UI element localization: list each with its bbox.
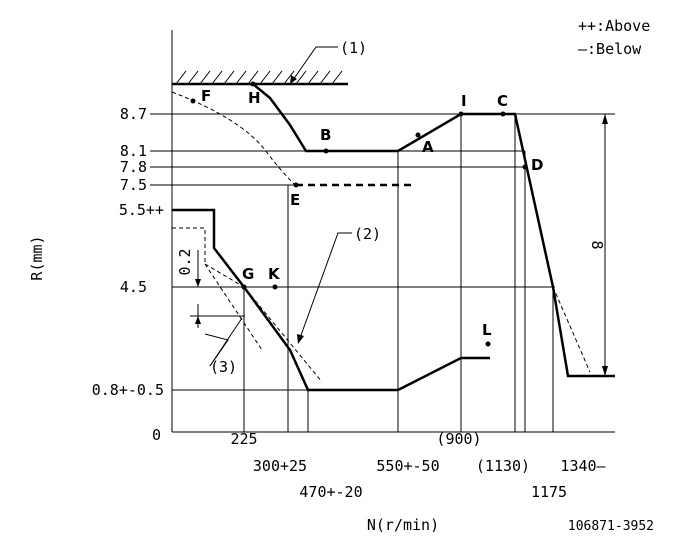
y-tick-8-7: 8.7 xyxy=(120,105,147,123)
legend-below: —:Below xyxy=(578,40,642,58)
dashed-step-lower xyxy=(172,227,206,264)
y-tick-4-5: 4.5 xyxy=(120,278,147,296)
dim-0-2-arrow-top xyxy=(195,279,201,287)
point-label-c: C xyxy=(497,92,508,110)
y-tick-7-8: 7.8 xyxy=(120,158,147,176)
point-label-f: F xyxy=(201,87,211,105)
dashed-curve-f-e xyxy=(171,91,296,186)
x-axis-title: N(r/min) xyxy=(367,516,439,534)
dashed-slope-right xyxy=(552,286,591,373)
x-tick-225: 225 xyxy=(230,430,257,448)
x-tick-470: 470+-20 xyxy=(299,483,362,501)
dim-8-arrow-bottom xyxy=(602,366,608,376)
callout-1-arrow xyxy=(290,75,297,84)
callout-3-leader-b xyxy=(204,333,229,367)
y-tick-0-8: 0.8+-0.5 xyxy=(92,381,164,399)
dim-8-label: 8 xyxy=(588,240,606,249)
x-tick-300: 300+25 xyxy=(253,457,307,475)
point-label-i: I xyxy=(461,92,467,110)
x-tick-550: 550+-50 xyxy=(376,457,439,475)
mechanical-stop-hatch xyxy=(172,70,348,86)
origin-label: 0 xyxy=(152,426,161,444)
dashed-slope-left xyxy=(204,263,263,351)
callout-1-label: (1) xyxy=(340,39,367,57)
y-tick-8-1: 8.1 xyxy=(120,142,147,160)
callout-1-leader xyxy=(292,46,338,81)
point-label-k: K xyxy=(268,265,281,283)
point-label-d: D xyxy=(531,156,543,174)
point-label-l: L xyxy=(482,321,492,339)
legend-above: ++:Above xyxy=(578,17,650,35)
dim-8-arrow-top xyxy=(602,114,608,124)
point-label-b: B xyxy=(320,126,331,144)
callout-2-leader xyxy=(299,232,352,339)
y-tick-5-5: 5.5++ xyxy=(119,201,164,219)
dim-0-2-label: 0.2 xyxy=(176,248,194,275)
point-label-h: H xyxy=(248,89,261,107)
point-label-g: G xyxy=(242,265,254,283)
x-tick-1130: (1130) xyxy=(476,457,530,475)
dim-0-2-arrow-bottom xyxy=(195,316,201,324)
callout-2-arrow xyxy=(297,334,304,344)
x-tick-1340: 1340— xyxy=(560,457,606,475)
characteristic-lower-curve xyxy=(172,208,490,392)
callout-2-label: (2) xyxy=(354,225,381,243)
figure-id: 106871-3952 xyxy=(568,519,654,534)
point-label-e: E xyxy=(290,191,300,209)
x-tick-1175: 1175 xyxy=(531,483,567,501)
y-tick-7-5: 7.5 xyxy=(120,176,147,194)
point-label-a: A xyxy=(422,138,434,156)
point-markers xyxy=(190,81,528,347)
y-axis-title: R(mm) xyxy=(28,235,46,280)
callout-3-label: (3) xyxy=(210,358,237,376)
characteristic-upper-curve xyxy=(252,83,615,378)
x-tick-900: (900) xyxy=(436,430,481,448)
